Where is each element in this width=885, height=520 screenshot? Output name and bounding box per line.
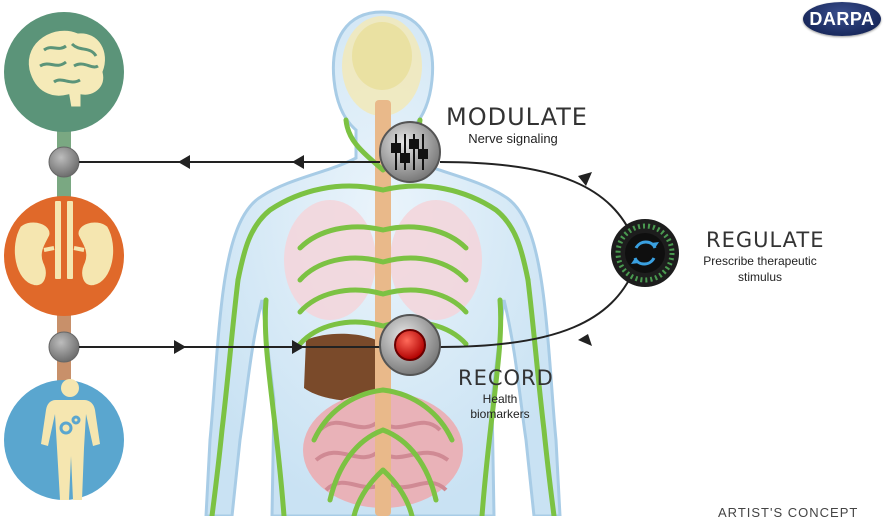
darpa-logo: DARPA	[803, 2, 881, 36]
brain-icon	[25, 27, 108, 110]
record-subtitle-line1: Health	[482, 392, 518, 406]
connector-node-bottom	[48, 331, 80, 363]
arrow-right-1	[174, 340, 186, 354]
regulate-node	[611, 219, 679, 287]
regulate-title: REGULATE	[706, 228, 825, 252]
arrow-loop-bottom	[578, 334, 592, 346]
body-circle	[4, 379, 124, 500]
arrow-right-2	[292, 340, 304, 354]
human-figure-icon	[41, 379, 100, 500]
nerve-network	[209, 117, 557, 516]
record-signal-path	[79, 269, 635, 348]
modulate-subtitle: Nerve signaling	[468, 131, 558, 146]
connector-node-top	[48, 146, 80, 178]
sliders-icon	[391, 134, 428, 170]
artists-concept-caption: ARTIST'S CONCEPT	[718, 505, 859, 520]
cycle-icon	[631, 240, 659, 266]
record-node	[379, 314, 441, 376]
modulate-signal-path	[79, 161, 635, 241]
arrow-loop-top	[578, 172, 592, 186]
regulate-subtitle-line2: stimulus	[737, 270, 782, 284]
gear-icon	[59, 415, 81, 435]
record-title: RECORD	[458, 366, 554, 390]
kidney-circle	[4, 196, 124, 316]
spinal-cord	[375, 100, 391, 516]
arrow-left-2	[292, 155, 304, 169]
kidney-icon	[12, 199, 116, 288]
record-button-icon	[394, 329, 426, 361]
modulate-title: MODULATE	[446, 103, 588, 131]
arrow-left-1	[178, 155, 190, 169]
regulate-subtitle-line1: Prescribe therapeutic	[703, 254, 817, 268]
record-subtitle-line2: biomarkers	[470, 407, 530, 421]
modulate-node	[379, 121, 441, 183]
brain-circle	[4, 12, 124, 132]
arrowheads	[174, 155, 592, 354]
